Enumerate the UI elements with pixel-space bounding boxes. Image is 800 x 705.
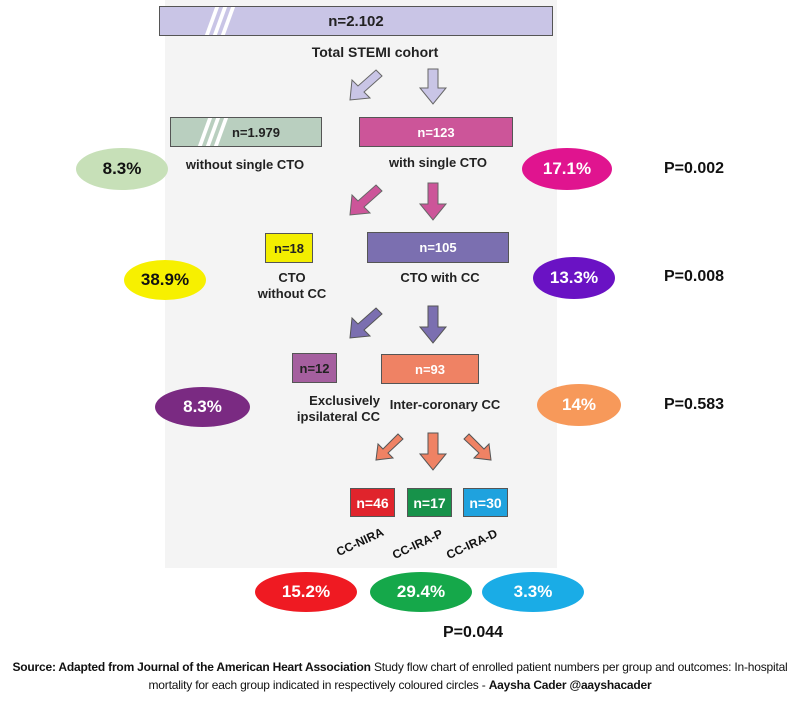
ipsilateral-label-line2: ipsilateral CC [296,409,380,424]
with-cc-mortality: 13.3% [533,257,615,299]
with-cc-n: n=105 [419,240,457,255]
cc-ira-d-mortality: 3.3% [482,572,584,612]
without-cc-label: CTO without CC [252,270,332,302]
without-cc-label-line2: without CC [257,286,327,301]
cc-ira-d-n: n=30 [469,494,502,511]
p-value-level1: P=0.002 [664,160,725,177]
ipsilateral-n: n=12 [299,360,330,376]
with-cto-box: n=123 [359,117,513,147]
intercoronary-n: n=93 [415,361,445,377]
ipsilateral-box: n=12 [292,353,337,383]
with-cto-n: n=123 [417,124,455,140]
source-citation: Source: Adapted from Journal of the Amer… [12,660,371,674]
p-value-level3: P=0.583 [664,396,725,413]
arrow-to-with-cto [418,68,448,105]
ipsilateral-mortality: 8.3% [155,387,250,427]
without-cto-label: without single CTO [185,157,305,172]
cc-ira-p-box: n=17 [407,488,452,517]
arrow-to-without-cc [349,184,383,216]
without-cto-n: n=1.979 [231,124,281,140]
arrow-to-with-cc [418,182,448,221]
cc-ira-d-box: n=30 [463,488,508,517]
arrow-to-cc-ira-d [463,433,492,461]
total-cohort-label: Total STEMI cohort [311,44,439,60]
with-cto-mortality: 17.1% [522,148,612,190]
cc-nira-mortality: 15.2% [255,572,357,612]
cc-ira-p-mortality: 29.4% [370,572,472,612]
caption-author: Aaysha Cader @aayshacader [488,678,652,692]
with-cto-label: with single CTO [389,155,487,170]
p-value-level2: P=0.008 [664,268,725,285]
arrow-to-ipsilateral [349,307,383,339]
without-cc-mortality: 38.9% [124,260,206,300]
without-cc-label-line1: CTO [278,270,306,285]
cc-ira-p-n: n=17 [413,494,446,511]
with-cc-box: n=105 [367,232,509,263]
arrow-to-cc-nira [375,433,404,461]
total-cohort-n: n=2.102 [328,12,384,30]
without-cto-mortality: 8.3% [76,148,168,190]
without-cc-n: n=18 [274,240,304,256]
with-cc-label: CTO with CC [400,270,480,285]
intercoronary-label: Inter-coronary CC [389,397,501,412]
intercoronary-box: n=93 [381,354,479,384]
cc-nira-box: n=46 [350,488,395,517]
caption-description: Study flow chart of enrolled patient num… [148,660,788,692]
total-cohort-box: n=2.102 [159,6,553,36]
ipsilateral-label-line1: Exclusively [309,393,380,408]
source-caption: Source: Adapted from Journal of the Amer… [0,658,800,694]
ipsilateral-label: Exclusively ipsilateral CC [240,393,380,425]
arrow-to-without-cto [349,69,383,101]
without-cc-box: n=18 [265,233,313,263]
cc-nira-n: n=46 [356,494,389,511]
intercoronary-mortality: 14% [537,384,621,426]
arrow-to-intercoronary [418,305,448,344]
without-cto-box: n=1.979 [170,117,322,147]
p-value-level4: P=0.044 [443,624,504,641]
arrow-to-cc-ira-p [418,432,448,471]
